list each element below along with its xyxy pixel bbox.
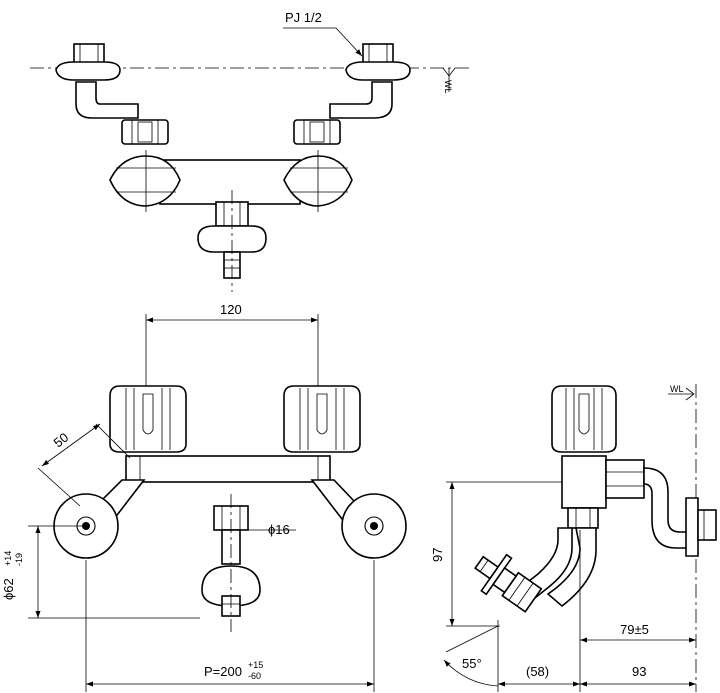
- side-spout-outer: [546, 527, 597, 608]
- dim-62-tol-dn: -19: [14, 553, 24, 566]
- dim-97-label: 97: [430, 548, 445, 562]
- front-main-body: [125, 455, 331, 483]
- dim-pitch-tol-dn: -60: [248, 671, 261, 681]
- side-inlet-nipple: [697, 509, 717, 541]
- right-union-nut: [293, 119, 341, 145]
- right-elbow: [329, 81, 393, 119]
- angle-label: 55°: [462, 656, 482, 671]
- left-handle-top: [109, 155, 181, 207]
- top-spout-flange: [197, 225, 267, 253]
- side-body: [561, 455, 607, 509]
- angle-arc: [443, 659, 499, 687]
- dim-58-label: (58): [526, 664, 549, 679]
- dim-pitch-tol-up: +15: [248, 660, 263, 670]
- side-elbow: [643, 467, 691, 549]
- side-union-nut: [605, 459, 645, 499]
- dim-16-label: ϕ16: [268, 522, 290, 537]
- wl-label-top: WL: [443, 80, 453, 94]
- left-elbow: [75, 81, 139, 119]
- dim-62-label: ϕ62: [1, 578, 16, 600]
- top-main-body: [159, 159, 301, 205]
- dim-pitch-label: P=200: [204, 664, 242, 679]
- dim-79-label: 79±5: [620, 622, 649, 637]
- front-view: 120 50: [1, 302, 407, 692]
- side-spout-outlet: [474, 555, 500, 580]
- dim-120-label: 120: [220, 302, 242, 317]
- side-spout-nut: [567, 507, 599, 529]
- left-inlet-flange: [55, 61, 121, 81]
- dim-93-label: 93: [632, 664, 646, 679]
- left-union-nut: [121, 119, 169, 145]
- front-spout-bell: [201, 565, 261, 607]
- right-handle-front: [283, 385, 361, 453]
- top-view: WL PJ 1/2: [30, 10, 470, 292]
- wl-marker-top: WL: [442, 67, 456, 94]
- side-view: WL: [430, 384, 717, 692]
- thread-label: PJ 1/2: [285, 10, 322, 25]
- right-inlet-flange: [345, 61, 411, 81]
- thread-leader: [283, 27, 363, 57]
- side-handle: [551, 385, 617, 453]
- side-wall-flange: [685, 497, 699, 557]
- wl-marker-side: WL: [668, 384, 695, 401]
- dim-62-tol-up: +14: [3, 551, 13, 566]
- left-handle-front: [109, 385, 187, 453]
- dim-50-line: [41, 423, 101, 467]
- wl-label-side: WL: [670, 384, 684, 394]
